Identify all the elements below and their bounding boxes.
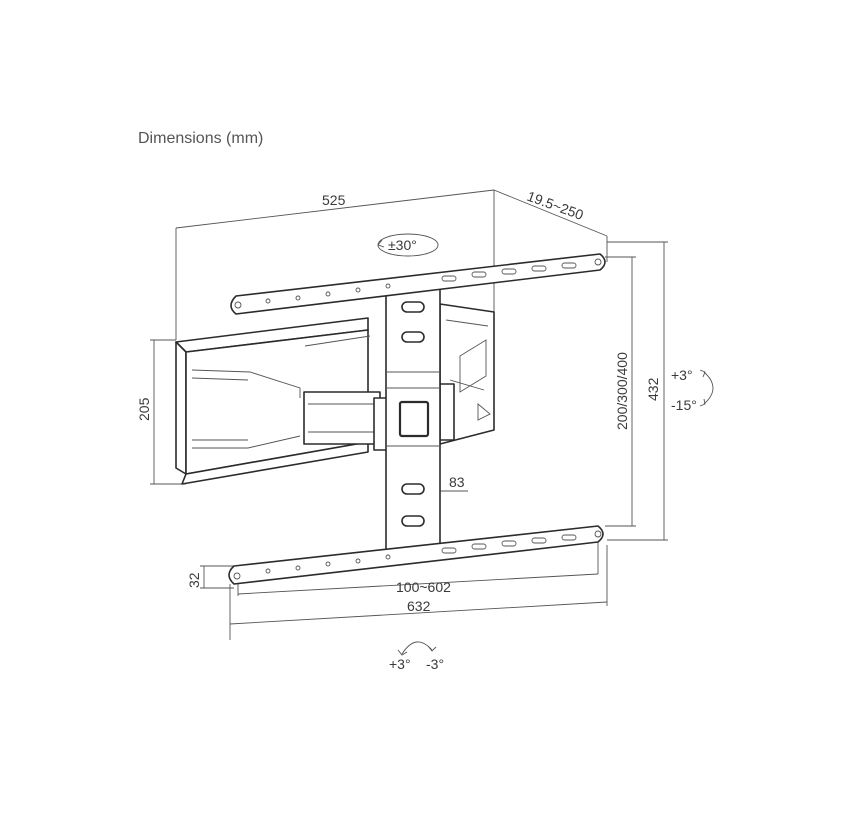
label-vesa-vertical: 200/300/400	[614, 352, 630, 430]
tilt-indicator: +3° -15°	[671, 367, 714, 413]
dimension-432: 432	[607, 241, 668, 541]
dimension-extension: 19.5~250	[493, 188, 608, 262]
label-rotate-minus: -3°	[426, 656, 444, 672]
dimension-vesa-vertical: 200/300/400	[605, 256, 636, 527]
dimension-vesa-horizontal: 100~602	[237, 540, 599, 596]
label-83: 83	[449, 474, 465, 490]
top-rail	[230, 253, 606, 315]
page-title: Dimensions (mm)	[138, 130, 264, 147]
center-column	[385, 279, 441, 553]
arm	[303, 391, 389, 451]
label-extension: 19.5~250	[525, 188, 586, 223]
bottom-rail	[228, 525, 604, 585]
dimension-205: 205	[136, 339, 186, 485]
label-tilt-down: -15°	[671, 397, 697, 413]
dimension-32: 32	[186, 565, 234, 589]
rotation-indicator: +3° -3°	[389, 641, 444, 672]
label-32: 32	[186, 572, 202, 588]
label-205: 205	[136, 397, 152, 421]
label-vesa-horizontal: 100~602	[396, 579, 451, 595]
label-432: 432	[645, 377, 661, 401]
tilt-head	[439, 303, 495, 445]
label-rotate-plus: +3°	[389, 656, 411, 672]
label-tilt-up: +3°	[671, 367, 693, 383]
swivel-indicator: ±30°	[377, 233, 439, 257]
dimension-525: 525	[175, 189, 495, 340]
dimension-632: 632	[229, 545, 608, 640]
label-525: 525	[322, 192, 346, 208]
label-632: 632	[407, 598, 431, 614]
label-swivel: ±30°	[388, 237, 417, 253]
